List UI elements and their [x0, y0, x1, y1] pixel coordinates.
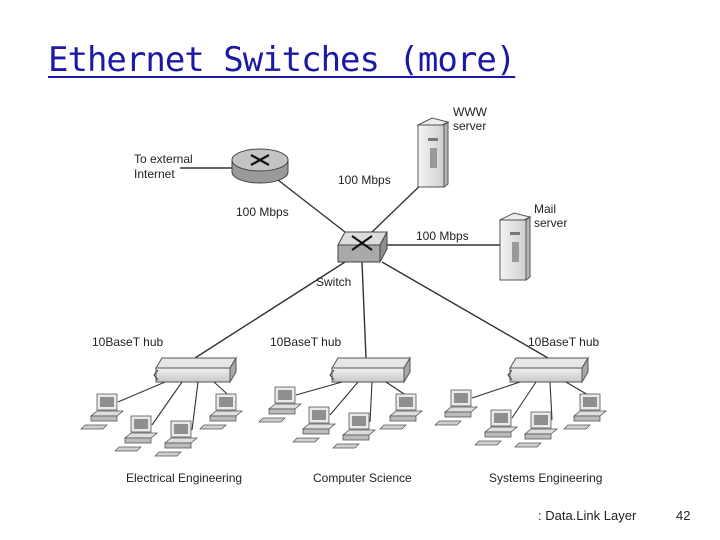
link-speed-router: 100 Mbps	[236, 205, 289, 219]
computer-icon	[434, 389, 479, 426]
computer-icon	[199, 393, 244, 430]
mail-server-label-line1: Mail	[534, 202, 556, 216]
computer-icon	[154, 420, 199, 457]
computer-icon	[332, 412, 377, 449]
hub-right	[507, 356, 589, 384]
external-internet-label-line1: To external	[134, 152, 193, 166]
hub-center	[329, 356, 411, 384]
external-internet-label-line2: Internet	[134, 167, 175, 181]
link-switch-hub-left	[194, 261, 346, 359]
link-switch-hub-center	[361, 261, 367, 359]
dept-systems-engineering: Systems Engineering	[489, 471, 602, 485]
computer-icon	[379, 393, 424, 430]
switch-icon	[337, 231, 388, 263]
computer-icon	[80, 393, 125, 430]
computer-icon	[514, 411, 559, 448]
dept-computer-science: Computer Science	[313, 471, 412, 485]
slide-title: Ethernet Switches (more)	[48, 40, 516, 80]
link-speed-mail: 100 Mbps	[416, 229, 469, 243]
router-icon	[231, 148, 289, 184]
www-server-icon	[416, 117, 450, 188]
hub-left	[153, 356, 237, 384]
footer-section-label: : Data.Link Layer	[538, 508, 637, 523]
hub-center-label: 10BaseT hub	[270, 335, 341, 349]
link-router-switch	[277, 179, 346, 233]
mail-server-label-line2: server	[534, 216, 567, 230]
dept-electrical-engineering: Electrical Engineering	[126, 471, 242, 485]
computer-icon	[114, 415, 159, 452]
computer-icon	[258, 386, 303, 423]
computer-icon	[474, 409, 519, 446]
hub-left-label: 10BaseT hub	[92, 335, 163, 349]
switch-label: Switch	[316, 275, 351, 289]
computer-icon	[292, 406, 337, 443]
computer-icon	[563, 393, 608, 430]
network-links	[180, 167, 549, 359]
page-number: 42	[676, 508, 691, 523]
hub-right-label: 10BaseT hub	[528, 335, 599, 349]
computers	[80, 386, 608, 457]
link-speed-www: 100 Mbps	[338, 173, 391, 187]
mail-server-icon	[498, 212, 532, 281]
www-server-label-line2: server	[453, 119, 486, 133]
www-server-label-line1: WWW	[453, 105, 488, 119]
link-switch-hub-right	[381, 261, 549, 359]
